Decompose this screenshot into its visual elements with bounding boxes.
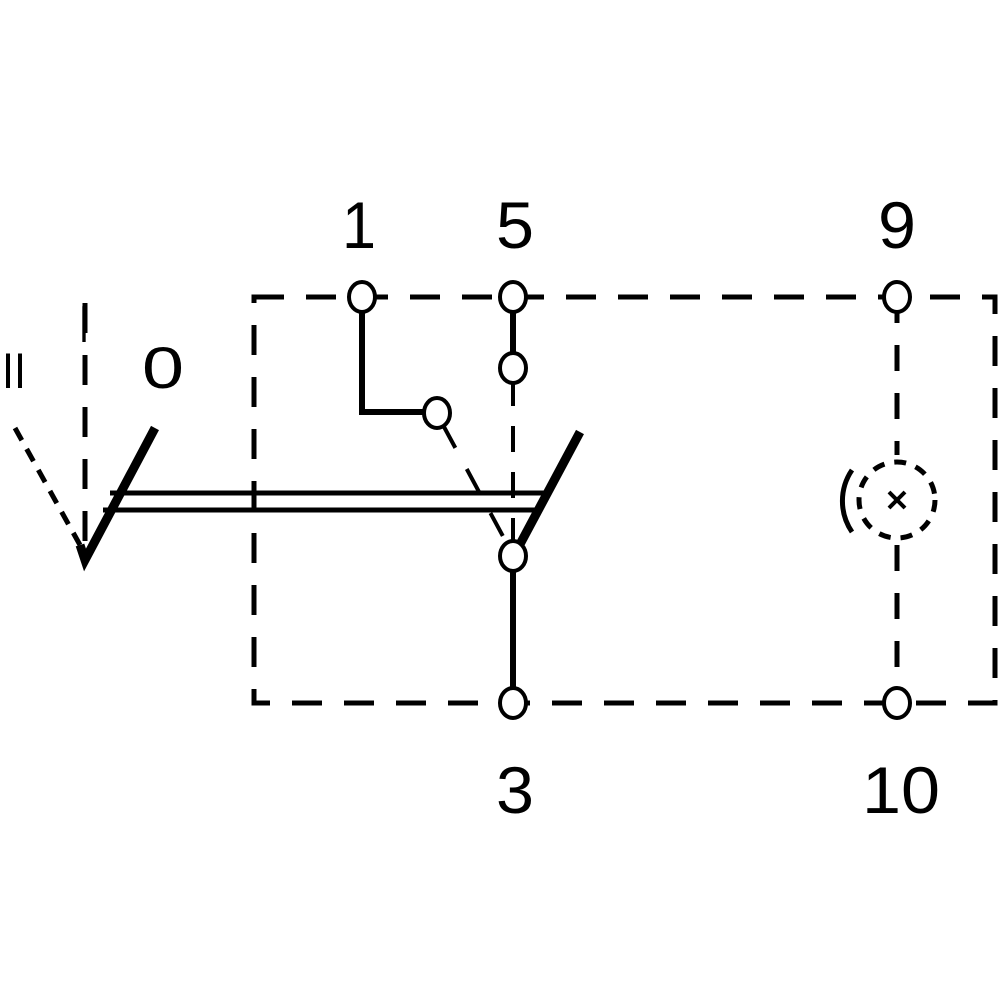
terminal-5: [498, 280, 528, 314]
rocker-contact-lever: [514, 429, 584, 551]
terminal-1: [347, 280, 377, 314]
terminal-3: [498, 686, 528, 720]
terminal-9: [882, 280, 912, 314]
terminal-10: [882, 686, 912, 720]
position-label-II: II: [2, 343, 26, 399]
position-II-dashed-line: [12, 426, 83, 547]
terminal-label-10: 10: [862, 753, 940, 827]
contact-1-lower: [422, 396, 452, 430]
terminal-label-1: 1: [342, 188, 376, 262]
contact-dashed-diagonal: [441, 424, 507, 541]
rocker-lever-left: [75, 425, 159, 572]
indicator-lamp-icon: [840, 459, 938, 541]
wire-terminal-1: [359, 300, 425, 415]
switch-housing-outline: [251, 294, 998, 706]
contact-pivot-3: [498, 539, 528, 573]
terminal-label-5: 5: [496, 188, 534, 262]
terminal-label-9: 9: [878, 188, 916, 262]
terminal-label-3: 3: [496, 753, 534, 827]
position-label-0: 0: [142, 336, 184, 401]
contact-5-lower: [498, 351, 528, 385]
